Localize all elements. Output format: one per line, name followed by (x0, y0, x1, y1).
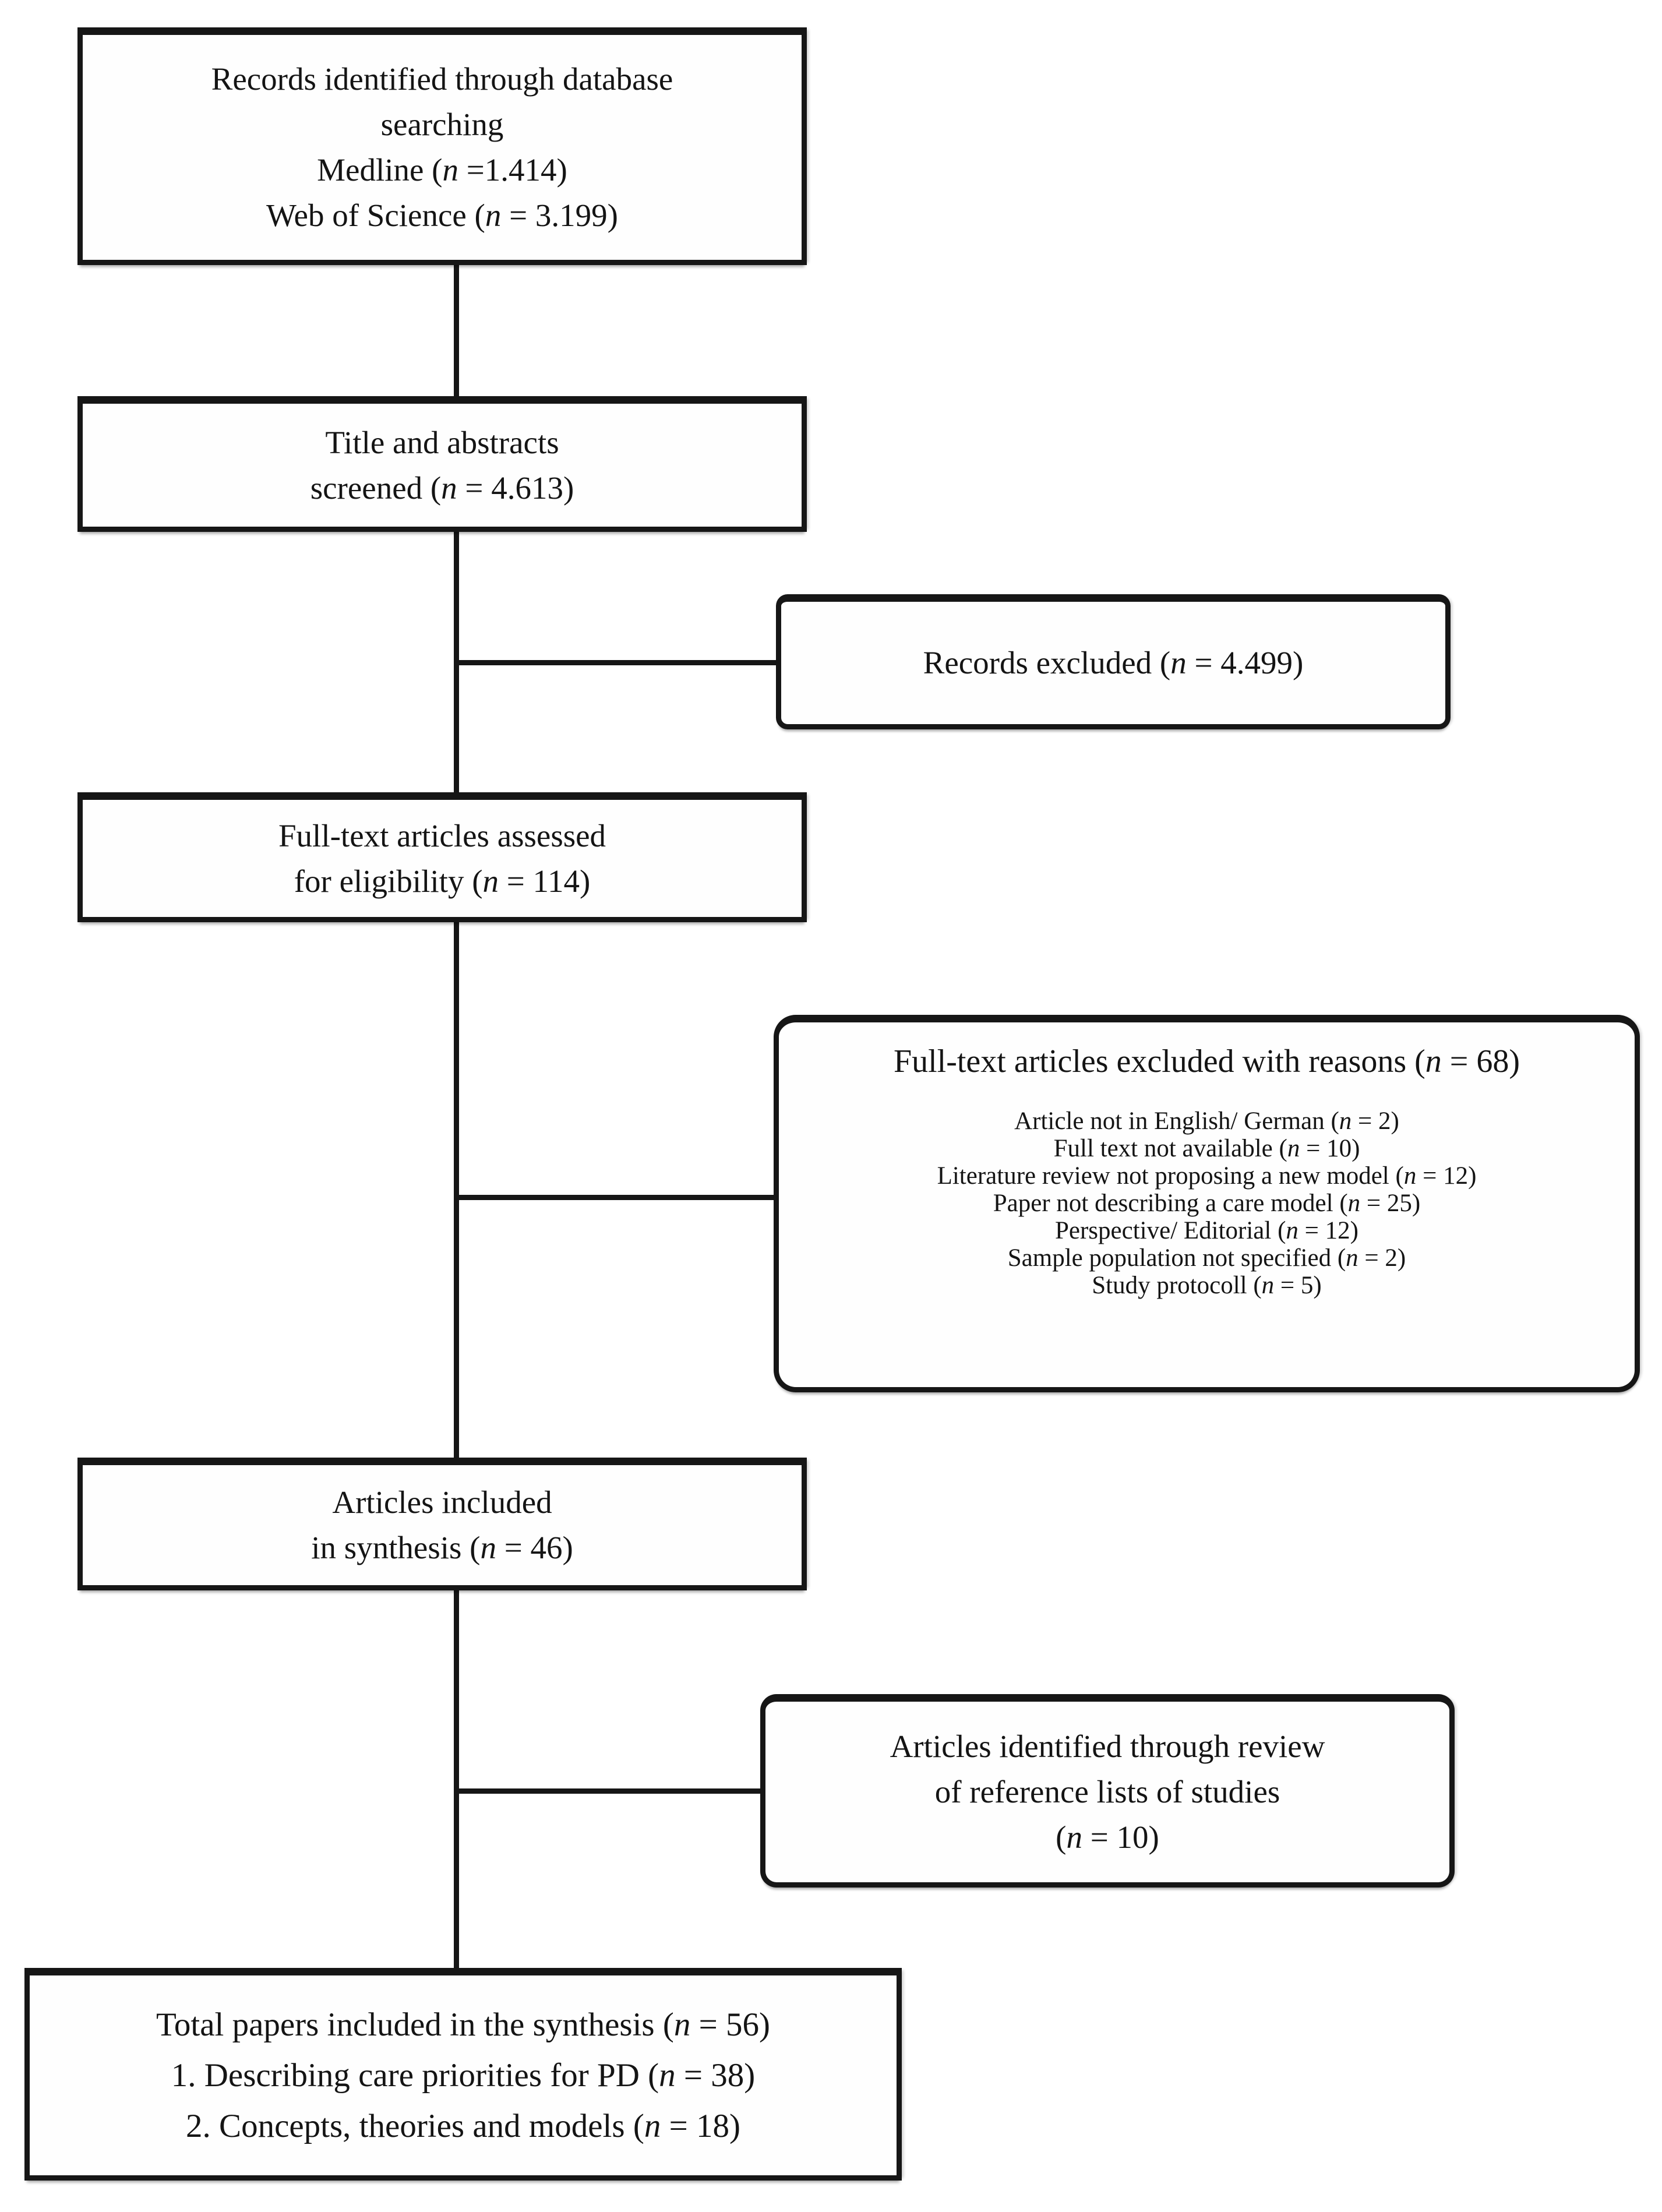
exclusion-reasons-title: Full-text articles excluded with reasons… (893, 1043, 1520, 1079)
exclusion-reason: Perspective/ Editorial (n = 12) (1054, 1217, 1358, 1244)
connector-vertical-4 (454, 1586, 459, 1972)
box-records-excluded: Records excluded (n = 4.499) (776, 594, 1451, 729)
exclusion-reason: Full text not available (n = 10) (1053, 1135, 1360, 1162)
text-line: Records identified through database (211, 61, 673, 97)
box-articles-reference-lists: Articles identified through review of re… (760, 1694, 1455, 1888)
box-title-abstracts-screened: Title and abstracts screened (n = 4.613) (77, 396, 807, 532)
text-line: (n = 10) (1056, 1819, 1159, 1855)
box-articles-included-synthesis: Articles included in synthesis (n = 46) (77, 1458, 807, 1590)
box-records-identified: Records identified through database sear… (77, 27, 807, 265)
connector-branch-fulltext-excluded (456, 1195, 778, 1200)
text-line: screened (n = 4.613) (310, 470, 574, 506)
connector-vertical-3 (454, 918, 459, 1463)
connector-branch-records-excluded (456, 660, 780, 665)
text-line: Medline (n =1.414) (317, 152, 567, 188)
box-fulltext-excluded-reasons: Full-text articles excluded with reasons… (774, 1015, 1640, 1392)
text-line: of reference lists of studies (934, 1774, 1280, 1809)
text-line: for eligibility (n = 114) (294, 863, 591, 899)
text-line: Web of Science (n = 3.199) (266, 197, 618, 233)
text-line: in synthesis (n = 46) (311, 1530, 573, 1565)
connector-branch-reference-articles (456, 1788, 764, 1794)
text-line: 2. Concepts, theories and models (n = 18… (186, 2108, 740, 2144)
text-line: Records excluded (n = 4.499) (923, 645, 1304, 680)
text-line: 1. Describing care priorities for PD (n … (171, 2057, 756, 2094)
text-line: Articles included (332, 1484, 552, 1520)
box-total-papers: Total papers included in the synthesis (… (24, 1968, 902, 2181)
text-line: Title and abstracts (325, 424, 559, 460)
exclusion-reason: Literature review not proposing a new mo… (937, 1162, 1477, 1190)
text-line: Total papers included in the synthesis (… (156, 2006, 770, 2043)
exclusion-reason: Paper not describing a care model (n = 2… (993, 1190, 1421, 1217)
box-fulltext-assessed: Full-text articles assessed for eligibil… (77, 792, 807, 922)
text-line: searching (380, 107, 504, 142)
exclusion-reason: Study protocoll (n = 5) (1092, 1272, 1322, 1299)
exclusion-reason: Article not in English/ German (n = 2) (1014, 1107, 1399, 1135)
text-line: Full-text articles assessed (278, 817, 606, 853)
exclusion-reason: Sample population not specified (n = 2) (1007, 1244, 1406, 1272)
connector-vertical-1 (454, 262, 459, 402)
text-line: Articles identified through review (890, 1728, 1325, 1764)
